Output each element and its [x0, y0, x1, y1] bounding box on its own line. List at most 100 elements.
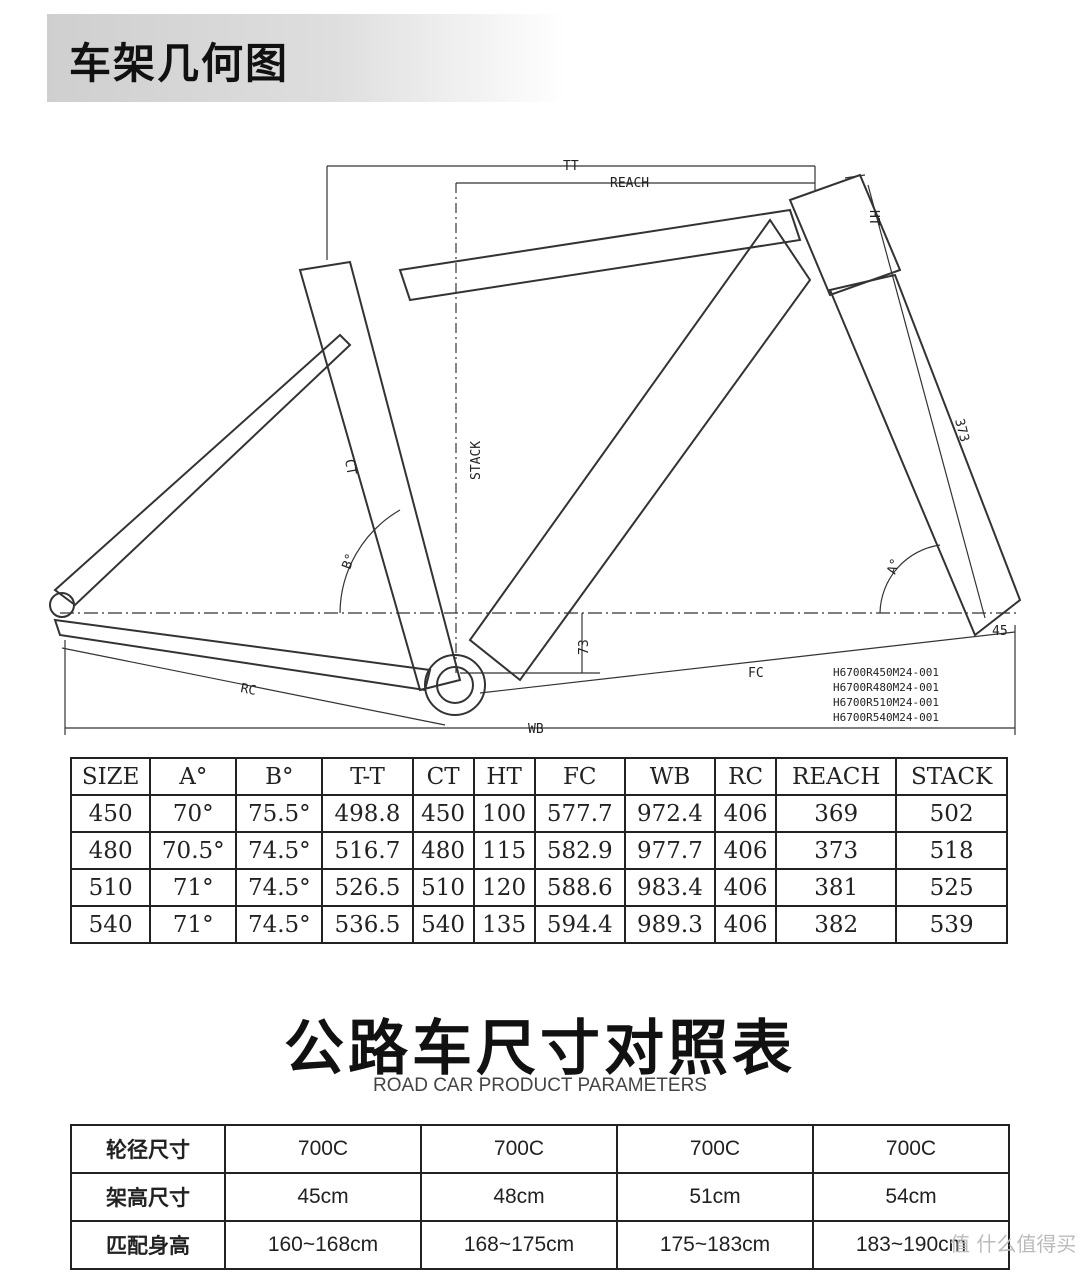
table-cell: 120	[472, 868, 536, 907]
wb-label: WB	[528, 722, 544, 737]
row-label: 匹配身高	[70, 1220, 226, 1270]
header-cell: RC	[714, 757, 778, 796]
table-cell: 526.5	[321, 868, 414, 907]
table-cell: 115	[472, 831, 536, 870]
size-cell: 700C	[616, 1124, 814, 1174]
ht-label: HT	[866, 210, 881, 226]
table-cell: 369	[775, 794, 898, 833]
table-cell: 518	[895, 831, 1008, 870]
size-cell: 183~190cm	[812, 1220, 1010, 1270]
table-cell: 70°	[149, 794, 238, 833]
table-cell: 74.5°	[235, 905, 324, 944]
size-cell: 700C	[420, 1124, 618, 1174]
table-cell: 70.5°	[149, 831, 238, 870]
size-cell: 51cm	[616, 1172, 814, 1222]
header-cell: HT	[472, 757, 536, 796]
table-cell: 75.5°	[235, 794, 324, 833]
table-cell: 406	[714, 831, 778, 870]
table-cell: 539	[895, 905, 1008, 944]
size-chart-subtitle: ROAD CAR PRODUCT PARAMETERS	[373, 1075, 707, 1096]
table-cell: 510	[69, 868, 152, 907]
table-cell: 373	[775, 831, 898, 870]
table-cell: 989.3	[623, 905, 717, 944]
size-cell: 54cm	[812, 1172, 1010, 1222]
table-cell: 525	[895, 868, 1008, 907]
row-label: 架高尺寸	[70, 1172, 226, 1222]
table-cell: 502	[895, 794, 1008, 833]
ct-label: CT	[341, 458, 359, 476]
size-cell: 700C	[812, 1124, 1010, 1174]
table-cell: 577.7	[533, 794, 626, 833]
table-cell: 74.5°	[235, 868, 324, 907]
model-code: H6700R540M24-001	[833, 711, 939, 724]
frame-tubes	[49, 173, 1022, 716]
stack-label: STACK	[469, 441, 484, 480]
frame-geometry-diagram: TT REACH HT STACK CT 373 B° A° 73 45 FC …	[49, 159, 1022, 737]
table-cell: 71°	[149, 868, 238, 907]
header-cell: SIZE	[69, 757, 152, 796]
row-label: 轮径尺寸	[70, 1124, 226, 1174]
header-cell: REACH	[775, 757, 898, 796]
dimension-lines	[60, 165, 1020, 735]
table-cell: 480	[411, 831, 475, 870]
angle-b-label: B°	[340, 552, 359, 572]
header-cell: WB	[623, 757, 717, 796]
header-cell: CT	[411, 757, 475, 796]
table-cell: 536.5	[321, 905, 414, 944]
model-code: H6700R450M24-001	[833, 666, 939, 679]
table-cell: 582.9	[533, 831, 626, 870]
reach-label: REACH	[610, 176, 649, 191]
tt-label: TT	[563, 159, 579, 174]
size-cell: 48cm	[420, 1172, 618, 1222]
angle-a-label: A°	[885, 557, 904, 577]
size-cell: 160~168cm	[224, 1220, 422, 1270]
watermark: 值 什么值得买	[950, 1232, 1077, 1256]
table-cell: 406	[714, 794, 778, 833]
table-cell: 480	[69, 831, 152, 870]
header-cell: STACK	[895, 757, 1008, 796]
table-cell: 71°	[149, 905, 238, 944]
table-cell: 100	[472, 794, 536, 833]
rc-label: RC	[239, 681, 257, 699]
table-cell: 450	[69, 794, 152, 833]
table-cell: 588.6	[533, 868, 626, 907]
model-code: H6700R510M24-001	[833, 696, 939, 709]
header-cell: T-T	[321, 757, 414, 796]
table-cell: 977.7	[623, 831, 717, 870]
size-chart-title: 公路车尺寸对照表	[284, 1014, 796, 1084]
size-cell: 700C	[224, 1124, 422, 1174]
header-cell: A°	[149, 757, 238, 796]
page-title: 车架几何图	[69, 39, 290, 88]
table-cell: 381	[775, 868, 898, 907]
table-cell: 135	[472, 905, 536, 944]
model-code: H6700R480M24-001	[833, 681, 939, 694]
bb-drop-label: 73	[577, 639, 592, 655]
table-cell: 74.5°	[235, 831, 324, 870]
table-cell: 382	[775, 905, 898, 944]
fc-label: FC	[748, 666, 764, 681]
table-cell: 498.8	[321, 794, 414, 833]
table-cell: 406	[714, 868, 778, 907]
table-cell: 406	[714, 905, 778, 944]
size-cell: 175~183cm	[616, 1220, 814, 1270]
header-cell: B°	[235, 757, 324, 796]
table-cell: 540	[69, 905, 152, 944]
table-cell: 450	[411, 794, 475, 833]
table-cell: 510	[411, 868, 475, 907]
fork-length-label: 373	[951, 417, 972, 444]
table-cell: 516.7	[321, 831, 414, 870]
table-cell: 594.4	[533, 905, 626, 944]
table-cell: 972.4	[623, 794, 717, 833]
header-cell: FC	[533, 757, 626, 796]
